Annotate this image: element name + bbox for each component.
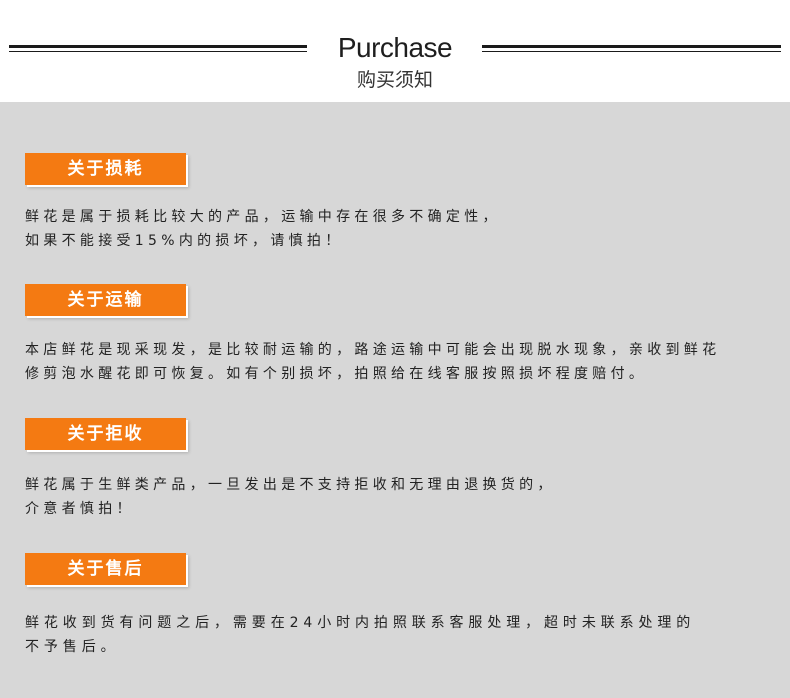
section-badge-refusal: 关于拒收 [25, 418, 186, 450]
notice-panel: 关于损耗 鲜花是属于损耗比较大的产品，运输中存在很多不确定性， 如果不能接受15… [0, 102, 790, 698]
text-line: 不予售后。 [25, 639, 120, 655]
text-line: 如果不能接受15%内的损坏，请慎拍！ [25, 233, 344, 249]
section-text-shipping: 本店鲜花是现采现发，是比较耐运输的，路途运输中可能会出现脱水现象，亲收到鲜花 修… [25, 338, 785, 386]
page-title: Purchase [337, 32, 453, 63]
text-line: 鲜花属于生鲜类产品，一旦发出是不支持拒收和无理由退换货的， [25, 477, 556, 493]
title-decoration-left [9, 45, 307, 52]
section-badge-loss: 关于损耗 [25, 153, 186, 185]
text-line: 本店鲜花是现采现发，是比较耐运输的，路途运输中可能会出现脱水现象，亲收到鲜花 [25, 342, 721, 358]
section-text-loss: 鲜花是属于损耗比较大的产品，运输中存在很多不确定性， 如果不能接受15%内的损坏… [25, 205, 785, 253]
text-line: 鲜花收到货有问题之后，需要在24小时内拍照联系客服处理，超时未联系处理的 [25, 615, 696, 631]
title-decoration-right [482, 45, 781, 52]
section-text-aftersales: 鲜花收到货有问题之后，需要在24小时内拍照联系客服处理，超时未联系处理的 不予售… [25, 611, 785, 659]
section-badge-aftersales: 关于售后 [25, 553, 186, 585]
text-line: 修剪泡水醒花即可恢复。如有个别损坏，拍照给在线客服按照损坏程度赔付。 [25, 366, 648, 382]
section-text-refusal: 鲜花属于生鲜类产品，一旦发出是不支持拒收和无理由退换货的， 介意者慎拍！ [25, 473, 785, 521]
text-line: 鲜花是属于损耗比较大的产品，运输中存在很多不确定性， [25, 209, 501, 225]
section-badge-shipping: 关于运输 [25, 284, 186, 316]
text-line: 介意者慎拍！ [25, 501, 135, 517]
header: Purchase 购买须知 [0, 0, 790, 102]
page-subtitle: 购买须知 [356, 69, 433, 91]
